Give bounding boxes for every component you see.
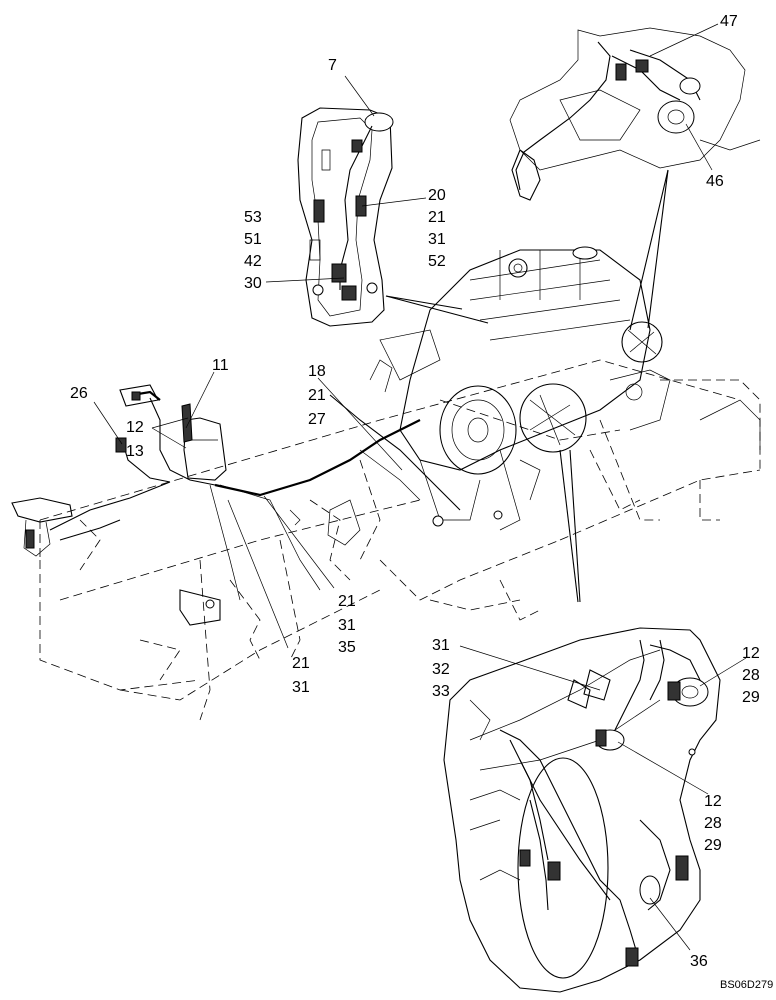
callout-47: 47	[720, 13, 738, 30]
inset-starter-harness	[443, 627, 721, 993]
callout-35: 35	[338, 639, 356, 656]
callout-21: 21	[308, 387, 326, 404]
callout-28: 28	[704, 815, 722, 832]
drawing-reference: BS06D279	[720, 979, 773, 991]
callout-31: 31	[338, 617, 356, 634]
callout-31: 31	[292, 679, 310, 696]
engine-assembly	[369, 246, 671, 531]
inset-panel-harness	[297, 107, 394, 327]
callout-12: 12	[742, 645, 760, 662]
callout-31: 31	[432, 637, 450, 654]
callout-29: 29	[742, 689, 760, 706]
inset-top-harness	[509, 27, 761, 201]
callout-30: 30	[244, 275, 262, 292]
callout-31: 31	[428, 231, 446, 248]
callout-20: 20	[428, 187, 446, 204]
leader-lines	[93, 23, 747, 951]
left-console	[11, 384, 361, 626]
callout-32: 32	[432, 661, 450, 678]
callout-18: 18	[308, 363, 326, 380]
callout-11: 11	[212, 357, 229, 374]
callout-51: 51	[244, 231, 262, 248]
callout-28: 28	[742, 667, 760, 684]
callout-13: 13	[126, 443, 144, 460]
engine-harness	[214, 394, 503, 527]
callout-53: 53	[244, 209, 262, 226]
callout-52: 52	[428, 253, 446, 270]
callout-12: 12	[704, 793, 722, 810]
callout-46: 46	[706, 173, 724, 190]
chassis-frame	[39, 359, 761, 721]
callout-7: 7	[328, 57, 337, 74]
callout-21: 21	[338, 593, 356, 610]
callout-26: 26	[70, 385, 88, 402]
callout-21: 21	[292, 655, 310, 672]
callout-29: 29	[704, 837, 722, 854]
callout-labels: 7 20 21 31 52 53 51 42 30 47 46 11 26 12…	[70, 13, 773, 991]
callout-36: 36	[690, 953, 708, 970]
callout-33: 33	[432, 683, 450, 700]
callout-12: 12	[126, 419, 144, 436]
callout-21: 21	[428, 209, 446, 226]
callout-42: 42	[244, 253, 262, 270]
callout-27: 27	[308, 411, 326, 428]
